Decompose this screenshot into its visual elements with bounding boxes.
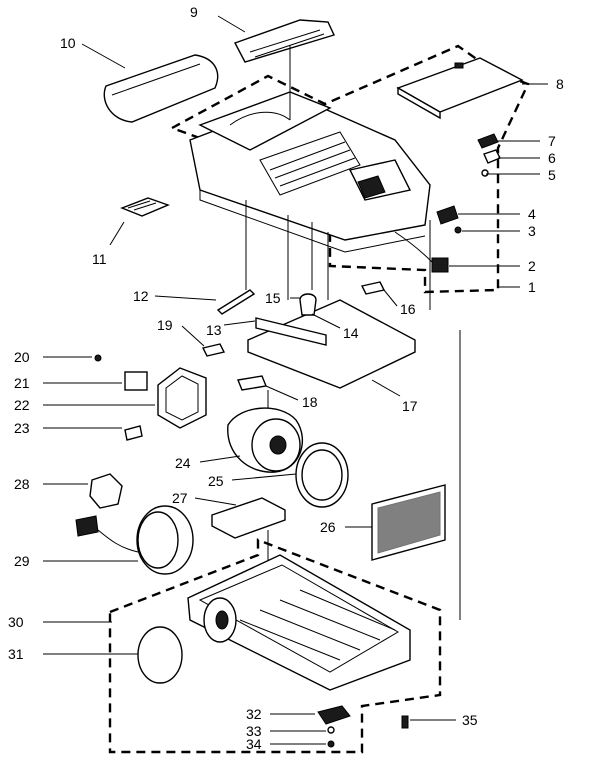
callout-34: 34: [246, 736, 262, 752]
callout-10: 10: [60, 35, 76, 51]
right-cover-part: [396, 57, 524, 120]
caster-parts: [317, 705, 409, 748]
callout-35: 35: [462, 712, 478, 728]
callout-25: 25: [208, 473, 224, 489]
wheel-cap-part: [137, 626, 183, 684]
callout-2: 2: [528, 258, 536, 274]
callout-20: 20: [14, 349, 30, 365]
callout-9: 9: [190, 4, 198, 20]
callout-33: 33: [246, 723, 262, 739]
lower-assembly-outline: [108, 538, 442, 754]
left-cover-part: [103, 54, 219, 123]
callout-8: 8: [556, 76, 564, 92]
callout-29: 29: [14, 553, 30, 569]
callout-26: 26: [320, 519, 336, 535]
chassis-tray-part: [201, 281, 416, 389]
small-pad-part: [237, 375, 267, 391]
callout-5: 5: [548, 167, 556, 183]
upper-assembly-outline: [169, 44, 530, 294]
filter-pad-part: [120, 197, 170, 217]
callout-19: 19: [157, 317, 173, 333]
foam-filter-part: [211, 497, 286, 539]
callout-6: 6: [548, 150, 556, 166]
callout-7: 7: [548, 133, 556, 149]
callout-21: 21: [14, 375, 30, 391]
callout-13: 13: [206, 322, 222, 338]
callout-18: 18: [302, 394, 318, 410]
callout-28: 28: [14, 476, 30, 492]
callout-4: 4: [528, 206, 536, 222]
callout-31: 31: [8, 646, 24, 662]
lower-base-part: [187, 554, 411, 691]
callout-15: 15: [265, 290, 281, 306]
handle-grip-part: [234, 19, 335, 63]
callout-16: 16: [400, 301, 416, 317]
callout-12: 12: [133, 288, 149, 304]
cord-reel-part: [75, 505, 194, 575]
callout-14: 14: [343, 325, 359, 341]
callout-24: 24: [175, 455, 191, 471]
motor-mount-part: [94, 354, 207, 429]
callout-32: 32: [246, 706, 262, 722]
cord-lever-part: [216, 289, 256, 315]
callout-30: 30: [8, 614, 24, 630]
callout-17: 17: [402, 398, 418, 414]
callout-1: 1: [528, 279, 536, 295]
callout-27: 27: [172, 490, 188, 506]
callout-labels: 1 2 3 4 5 6 7 8 9 10 11 12 13 14 15 16 1…: [8, 4, 564, 752]
callout-11: 11: [92, 251, 107, 267]
exhaust-filter-part: [371, 484, 446, 561]
leader-lines: [43, 15, 548, 745]
reel-bracket-part: [89, 473, 123, 509]
callout-23: 23: [14, 420, 30, 436]
callout-3: 3: [528, 223, 536, 239]
upper-housing-part: [189, 91, 431, 253]
callout-22: 22: [14, 397, 30, 413]
small-parts-right: [394, 133, 501, 273]
motor-part: [124, 407, 349, 508]
